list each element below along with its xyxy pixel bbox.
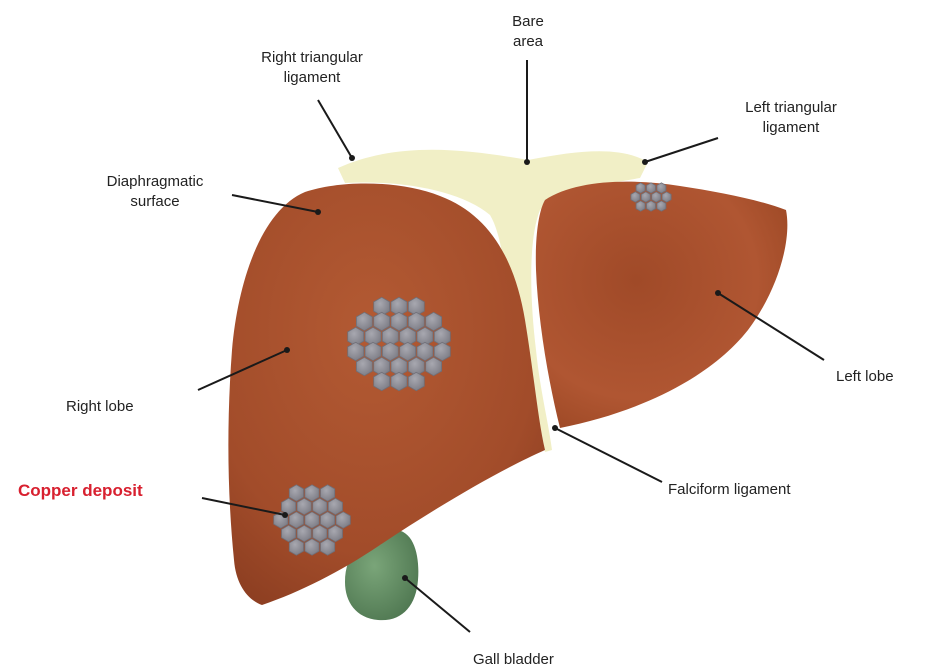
deposit-cell	[289, 512, 303, 528]
deposit-cell	[328, 525, 342, 541]
deposit-cell	[289, 539, 303, 555]
leader-right-triangular	[318, 100, 352, 158]
deposit-cell	[321, 512, 335, 528]
leader-left-triangular	[645, 138, 718, 162]
deposit-cell	[647, 201, 656, 211]
label-left-triangular-ligament: Left triangular ligament	[706, 98, 876, 138]
deposit-cell	[662, 192, 671, 202]
deposit-cell	[305, 539, 319, 555]
label-right-triangular-ligament: Right triangular ligament	[222, 48, 402, 88]
deposit-cell	[636, 201, 645, 211]
deposit-cell	[305, 512, 319, 528]
label-diaphragmatic-surface: Diaphragmatic surface	[70, 172, 240, 212]
left-lobe-shape	[536, 182, 788, 428]
deposit-cell	[321, 539, 335, 555]
deposit-cell	[652, 192, 661, 202]
deposit-cell	[348, 342, 364, 360]
deposit-cell	[631, 192, 640, 202]
deposit-cell	[641, 192, 650, 202]
deposit-cell	[297, 498, 311, 514]
leader-falciform	[555, 428, 662, 482]
deposit-cell	[391, 372, 407, 390]
deposit-cell	[391, 312, 407, 330]
deposit-cell	[282, 498, 296, 514]
label-falciform-ligament: Falciform ligament	[668, 480, 791, 500]
deposit-cell	[328, 498, 342, 514]
deposit-cell	[282, 525, 296, 541]
deposit-cell	[647, 183, 656, 193]
deposit-cell	[657, 201, 666, 211]
label-bare-area: Bare area	[504, 12, 552, 52]
label-copper-deposit: Copper deposit	[18, 481, 143, 501]
deposit-cell	[289, 485, 303, 501]
label-left-lobe: Left lobe	[836, 367, 894, 387]
deposit-cell	[657, 183, 666, 193]
deposit-cell	[336, 512, 350, 528]
leader-gall-bladder	[405, 578, 470, 632]
label-gall-bladder: Gall bladder	[473, 650, 554, 670]
deposit-cell	[434, 342, 450, 360]
deposit-cell	[636, 183, 645, 193]
deposit-cell	[321, 485, 335, 501]
deposit-cell	[305, 485, 319, 501]
label-right-lobe: Right lobe	[66, 397, 134, 417]
deposit-cell	[313, 498, 327, 514]
deposit-cell	[313, 525, 327, 541]
deposit-cell	[297, 525, 311, 541]
